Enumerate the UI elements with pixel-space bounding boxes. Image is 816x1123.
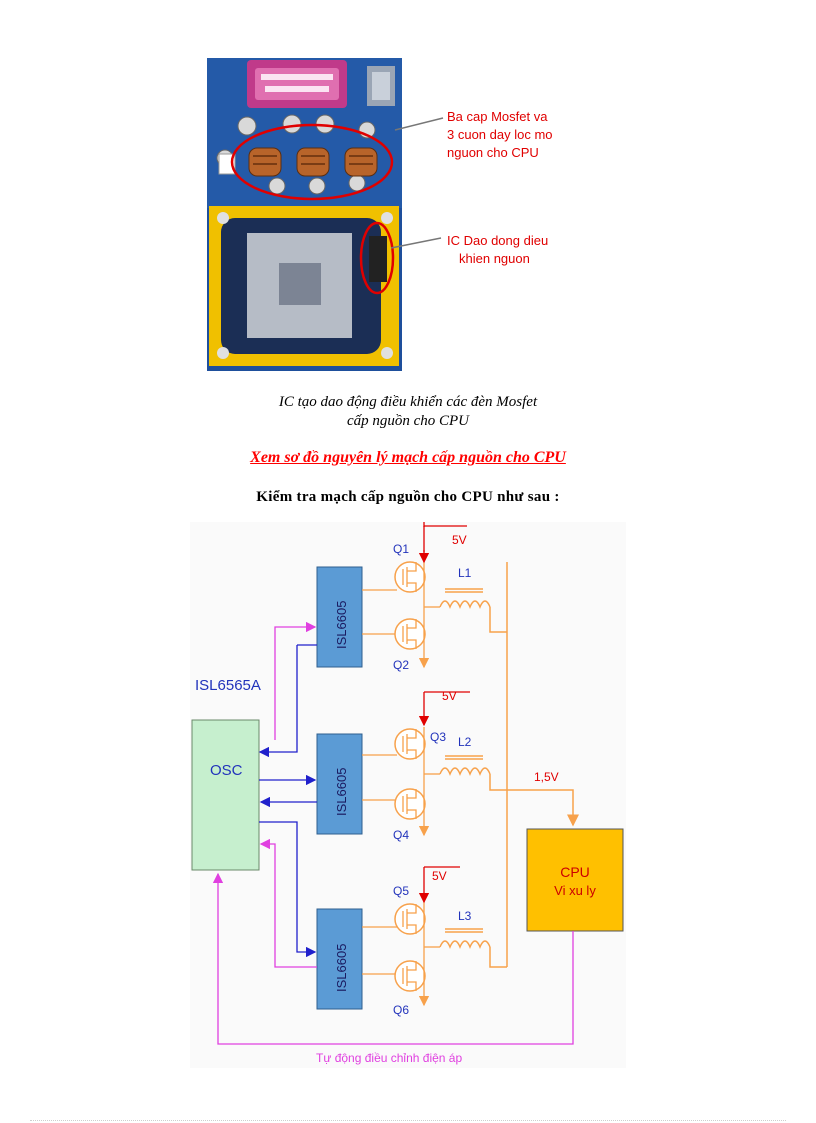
cpu-label: CPU	[560, 864, 590, 880]
callout-mosfet-line-3: nguon cho CPU	[447, 145, 539, 160]
label-l2: L2	[458, 735, 472, 749]
callout-ic-line-1: IC Dao dong dieu	[447, 233, 548, 248]
osc-block	[191, 719, 260, 871]
driver-1: ISL6605	[316, 566, 363, 668]
callout-mosfet-line-2: 3 cuon day loc mo	[447, 127, 553, 142]
cpu-sublabel: Vi xu ly	[554, 883, 596, 898]
osc-label: OSC	[210, 762, 243, 779]
caption-line-2: cấp nguồn cho CPU	[346, 413, 470, 429]
label-5v-3: 5V	[432, 869, 447, 883]
power-circuit-schematic: ISL6565A OSC ISL6605 ISL6605 ISL6605	[190, 522, 626, 1068]
label-q5: Q5	[393, 884, 409, 898]
feedback-label: Tự động điều chỉnh điện áp	[316, 1051, 462, 1065]
driver-2: ISL6605	[316, 733, 363, 835]
driver-3-label: ISL6605	[334, 944, 349, 992]
page-bottom-divider	[30, 1120, 786, 1121]
mosfet-q1	[394, 561, 426, 593]
controller-label: ISL6565A	[195, 677, 261, 694]
driver-3: ISL6605	[316, 908, 363, 1010]
callout-mosfet-line-1: Ba cap Mosfet va	[447, 109, 548, 124]
label-5v-1: 5V	[452, 533, 467, 547]
mosfet-q3	[394, 728, 426, 760]
section-heading: Kiểm tra mạch cấp nguồn cho CPU như sau …	[256, 489, 560, 505]
mosfet-q2	[394, 618, 426, 650]
schematic-link[interactable]: Xem sơ đồ nguyên lý mạch cấp nguồn cho C…	[250, 449, 566, 466]
mosfet-q6	[394, 960, 426, 992]
cpu-block	[526, 828, 624, 932]
photo-caption: IC tạo dao động điều khiển các đèn Mosfe…	[200, 393, 616, 431]
caption-line-1: IC tạo dao động điều khiển các đèn Mosfe…	[278, 394, 538, 410]
mosfet-q4	[394, 788, 426, 820]
motherboard-photo: Ba cap Mosfet va 3 cuon day loc mo nguon…	[207, 58, 607, 371]
mosfet-q5	[394, 903, 426, 935]
label-l1: L1	[458, 566, 472, 580]
label-q3: Q3	[430, 730, 446, 744]
driver-2-label: ISL6605	[334, 768, 349, 816]
label-q4: Q4	[393, 828, 409, 842]
driver-1-label: ISL6605	[334, 601, 349, 649]
label-l3: L3	[458, 909, 472, 923]
label-output-voltage: 1,5V	[534, 770, 559, 784]
label-q2: Q2	[393, 658, 409, 672]
callout-ic-line-2: khien nguon	[459, 251, 530, 266]
label-q6: Q6	[393, 1003, 409, 1017]
label-5v-2: 5V	[442, 689, 457, 703]
label-q1: Q1	[393, 542, 409, 556]
